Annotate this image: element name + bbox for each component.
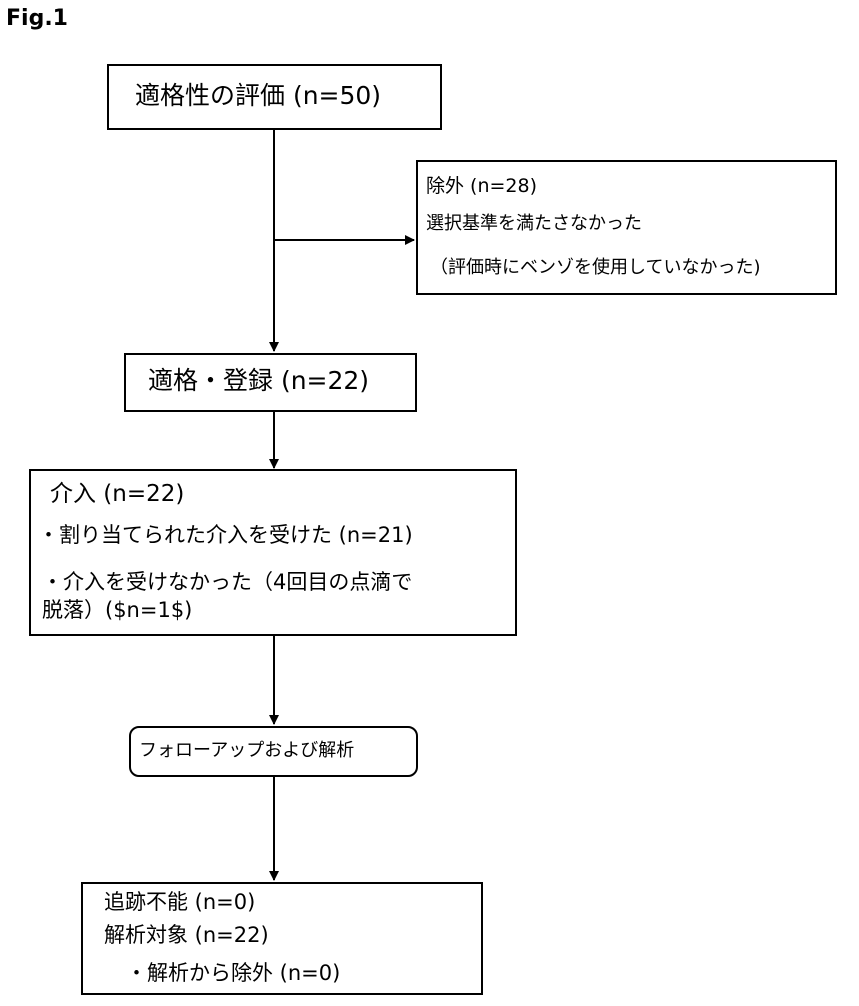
excluded-detail: （評価時にベンゾを使用していなかった): [430, 257, 761, 278]
excluded-title: 除外 (n=28): [426, 175, 538, 197]
intervention-received: ・割り当てられた介入を受けた (n=21): [38, 523, 413, 547]
enrolled-box: [124, 353, 417, 412]
intervention-not-received-line1: ・介入を受けなかった（4回目の点滴で: [42, 570, 413, 594]
eligibility-text: 適格性の評価 (n=50): [135, 81, 382, 110]
intervention-title: 介入 (n=22): [50, 481, 185, 507]
analysis-lost: 追跡不能 (n=0): [104, 890, 256, 914]
followup-box: [129, 726, 418, 777]
intervention-box: [29, 469, 517, 636]
followup-text: フォローアップおよび解析: [139, 740, 355, 761]
analysis-box: [81, 882, 483, 995]
enrolled-text: 適格・登録 (n=22): [148, 366, 370, 395]
excluded-reason: 選択基準を満たさなかった: [426, 213, 642, 234]
figure-label: Fig.1: [6, 6, 68, 31]
excluded-box: [416, 160, 837, 295]
analysis-excluded: ・解析から除外 (n=0): [126, 961, 341, 985]
eligibility-box: [107, 64, 442, 130]
intervention-not-received-line2: 脱落）($n=1$): [42, 598, 193, 622]
analysis-analysed: 解析対象 (n=22): [104, 923, 269, 947]
